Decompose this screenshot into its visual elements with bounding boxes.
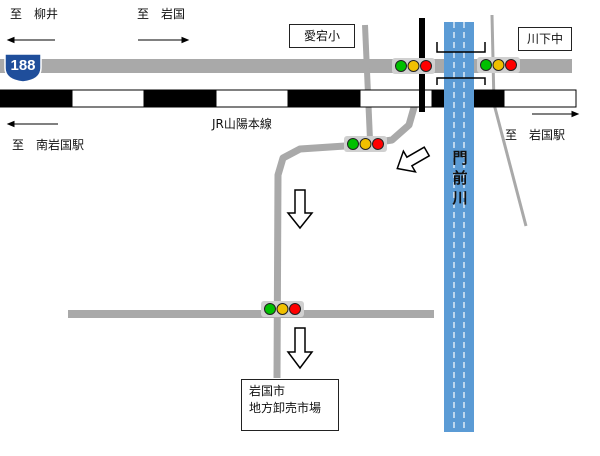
river-name-label: 門 前 川 <box>452 149 468 207</box>
kawashimo-school-label: 川下中 <box>518 27 572 51</box>
route-arrow-icon <box>286 327 314 370</box>
direction-yanai-label: 至 柳井 <box>10 7 59 21</box>
route-arrow-icon <box>286 189 314 230</box>
river-body <box>444 22 474 432</box>
rail-segment <box>143 89 217 108</box>
traffic-signals <box>261 57 520 317</box>
traffic-signal-icon <box>392 58 435 74</box>
atago-school-label: 愛宕小 <box>289 24 355 48</box>
rail-segment <box>71 89 145 108</box>
route-arrows <box>286 146 431 370</box>
destination-box: 岩国市 地方卸売市場 <box>241 379 339 431</box>
traffic-signal-icon <box>477 57 520 73</box>
jr-sanyo-main-line <box>0 89 577 108</box>
atago-side-road <box>362 24 373 141</box>
direction-iwakuni-station-label: 至 岩国駅 <box>505 128 566 142</box>
direction-arrow-icon <box>138 36 190 44</box>
direction-minami-iwakuni-label: 至 南岩国駅 <box>12 138 85 152</box>
east-diagonal-road <box>492 103 528 227</box>
rail-segment <box>215 89 289 108</box>
route-arrow-icon <box>396 146 431 173</box>
direction-iwakuni-label: 至 岩国 <box>137 7 186 21</box>
roads <box>0 14 572 379</box>
route-number: 188 <box>10 57 36 74</box>
rail-segment <box>0 89 73 108</box>
destination-line-2: 地方卸売市場 <box>249 401 322 415</box>
rail-segment <box>503 89 577 108</box>
crossing-road <box>273 103 419 379</box>
bridge-bracket <box>436 77 486 85</box>
rail-segment <box>287 89 361 108</box>
direction-arrow-icon <box>6 36 55 44</box>
direction-arrows <box>6 36 580 128</box>
direction-arrow-icon <box>6 120 58 128</box>
route-188-shield-icon <box>4 53 42 83</box>
bridge-bracket <box>436 42 486 53</box>
railway-name-label: JR山陽本線 <box>212 117 272 131</box>
traffic-signal-icon <box>261 301 304 317</box>
monzen-river <box>444 22 474 432</box>
direction-arrow-icon <box>532 110 580 118</box>
destination-line-1: 岩国市 <box>249 384 286 398</box>
traffic-signal-icon <box>344 136 387 152</box>
